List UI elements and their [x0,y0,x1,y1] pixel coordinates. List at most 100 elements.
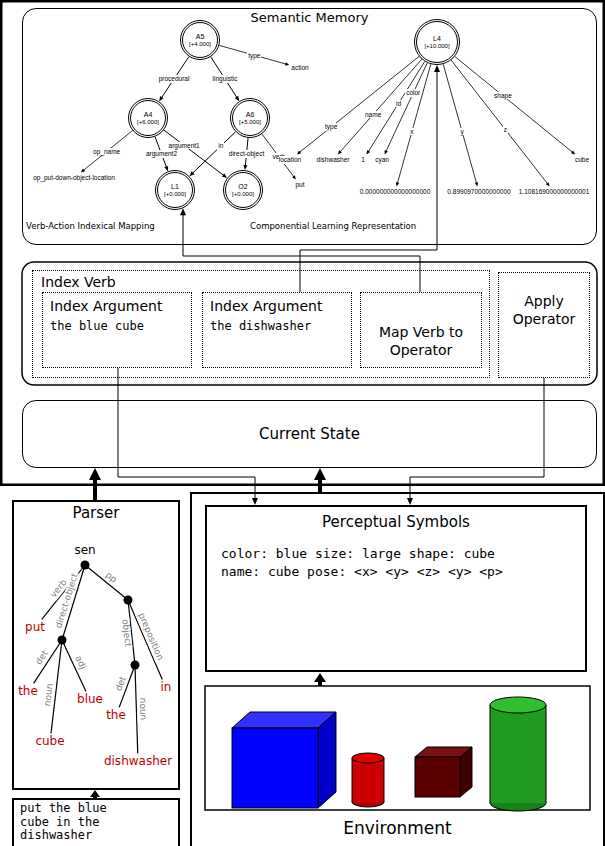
attribute-name: type [324,123,338,130]
attribute-link [451,60,550,186]
attribute-name: color [405,89,421,96]
node-title: Apply Operator [503,293,585,328]
node-body: [+0.000] [232,191,254,198]
attribute-link [219,45,289,65]
connector-line [410,378,544,499]
arrowhead [252,498,258,505]
tree-word: the [18,685,38,698]
attribute-line [455,57,573,153]
tree-branch [85,565,128,600]
node-title: Index Argument [210,298,344,314]
attribute-name: name [364,111,382,118]
section-caption: Componential Learning Representation [250,222,416,231]
process-box: Index Argument the blue cube [42,292,192,368]
node-title: Semantic Memory [251,10,369,25]
graph-node: A4[+6.000] [128,98,168,138]
value-label: action [291,64,308,71]
green-cylinder [490,697,546,811]
attribute-line [340,59,422,152]
attribute-line [299,56,419,152]
memory-panel: Semantic MemoryA5[+4.000] A4[+6.000] A6[+5… [22,8,597,245]
edge-label: procedural [158,75,191,82]
connector [211,57,239,101]
tree-role: adj [72,654,88,672]
value-label: 0.000000000000000000 [360,188,431,195]
node-body: [+4.000] [189,41,211,48]
attribute-line [397,64,430,183]
sensing-arrow [314,673,326,686]
tree-role: det [114,675,129,694]
connector-line [300,71,437,292]
state-box: Current State [22,400,597,468]
node-title: Environment [343,818,452,838]
arrowhead [90,790,100,797]
graph-node: A5[+4.000] [180,20,220,60]
value-label: cube [575,156,589,163]
arrowhead [366,150,370,154]
operator-panel [22,262,597,385]
section-caption: Verb-Action Indexical Mapping [26,222,155,231]
attribute-name: x [409,128,414,135]
value-label: put [295,181,304,188]
edge-label: in [217,142,224,149]
attribute-line [386,63,427,152]
graph-node: A6[+5.000] [230,98,270,138]
scene-frame [205,686,590,810]
node-title: Index Argument [50,298,184,314]
tree-node-dot [124,596,133,605]
attribute-line [83,131,132,171]
connector [407,378,544,505]
tree-role: det [34,649,51,668]
attribute-link [366,61,424,154]
tree-word: dishwasher [104,755,172,768]
attribute-link [385,63,428,155]
value-label: op_put-down-object-location [33,174,115,181]
input-box: put the blue cube in the dishwasher [12,798,180,846]
arrowhead [292,175,296,179]
node-title: Parser [73,504,120,522]
tree-word: in [161,681,172,694]
node-body: the blue cube [50,319,184,333]
arrowhead [434,65,440,72]
node-body: [+0.000] [164,191,186,198]
red-cylinder [352,753,384,807]
tree-role: preposition [136,611,166,663]
process-box: Index Argumentthe dishwasher [202,292,352,368]
connector-line [118,368,255,499]
tree-node-dot [58,636,67,645]
connector-line [93,479,97,500]
tree-root-label: sen [74,544,95,557]
attribute-line [451,60,548,184]
attribute-name: id [395,100,402,107]
tree-role: pp [102,570,119,586]
arrowhead [314,468,326,480]
value-label: 1.108169000000000001 [519,188,590,195]
node-title: Map Verb to Operator [365,324,477,359]
node-title: L1 [171,183,179,191]
node-title: L4 [433,35,441,43]
node-title: Index Verb [41,274,481,290]
edge-label: direct-object [228,150,265,157]
process-group: Index VerbIndex Argumentthe blue cubeInd… [32,270,490,378]
value-label: 1 [361,156,365,163]
attribute-line [368,61,425,151]
tree-node-dot [81,561,90,570]
tree-role: object [119,618,132,649]
connector [118,368,258,505]
value-label: dishwasher [317,156,350,163]
node-title: A5 [196,33,205,41]
symbols-box: Perceptual Symbolscolor: blue size: larg… [205,505,587,672]
tree-word: the [106,709,126,722]
edge-label: argument2 [145,150,178,157]
attribute-link [443,64,478,186]
arrowhead [407,498,413,505]
attribute-name: type [247,52,261,59]
attribute-link [297,56,419,154]
connector [89,468,101,500]
attribute-line [443,64,476,183]
dark-cube [415,747,472,797]
environment-panel: Environment Perceptual Symbolscolor: blue… [190,492,605,846]
